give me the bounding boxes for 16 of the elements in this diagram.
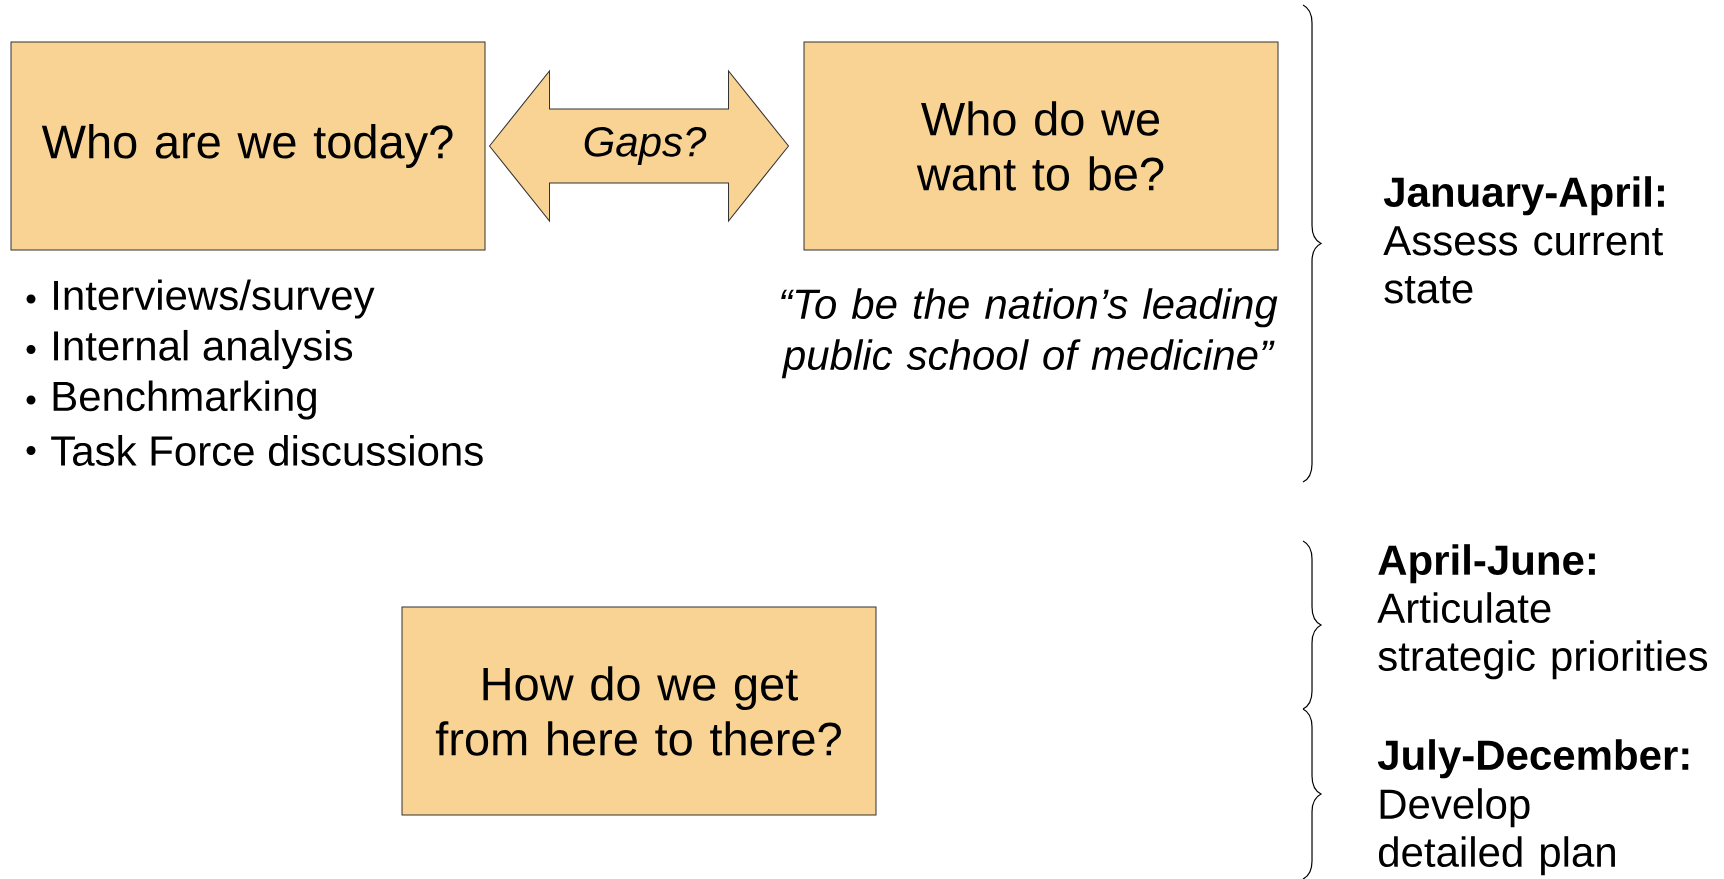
edge-label: Gaps? — [584, 126, 707, 165]
period-text: Articulate strategic priorities — [1377, 592, 1708, 680]
double-arrow — [489, 70, 789, 222]
bullet-item: Benchmarking — [26, 380, 316, 420]
bullet-item: Internal analysis — [26, 329, 353, 370]
bullet-item: Task Force discussions — [26, 435, 483, 466]
question-box: How do we get from here to there? — [401, 606, 877, 816]
question-box: Who are we today? — [10, 41, 486, 251]
period-heading: July-December: — [1377, 739, 1689, 779]
period-text: Assess current state — [1383, 226, 1663, 304]
quote-text: “To be the nation’s leading public school of medicine” — [781, 288, 1278, 379]
bullet-item: Interviews/survey — [26, 279, 375, 319]
question-box: Who do we want to be? — [803, 41, 1279, 251]
period-heading: January-April: — [1383, 176, 1664, 216]
period-heading: April-June: — [1378, 544, 1595, 584]
period-text: Develop detailed plan — [1378, 788, 1615, 876]
